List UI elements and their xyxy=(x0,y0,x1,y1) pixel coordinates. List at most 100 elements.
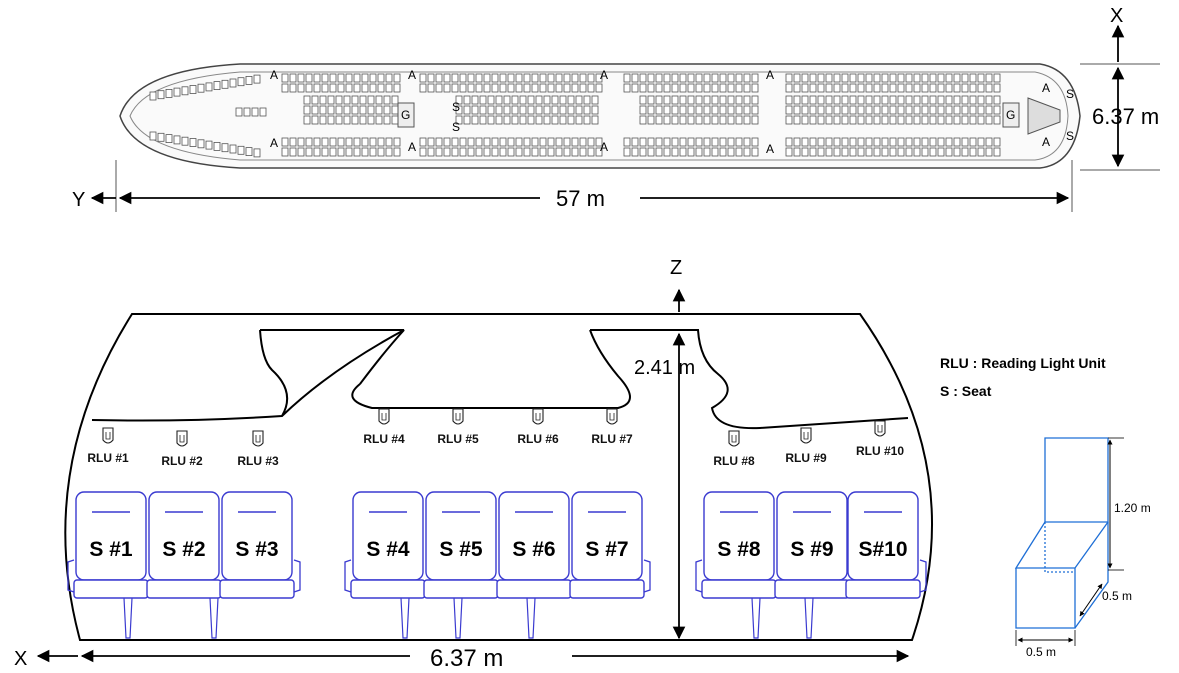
plan-seat xyxy=(751,137,759,147)
plan-seat xyxy=(953,105,961,115)
seat-label: S #1 xyxy=(89,538,133,561)
plan-seat xyxy=(793,137,801,147)
plan-seat xyxy=(825,115,833,125)
rlu-lamp-icon xyxy=(102,427,114,444)
plan-seat xyxy=(539,73,547,83)
plan-seat xyxy=(905,95,913,105)
seat-marker: S xyxy=(452,100,460,114)
plan-seat xyxy=(929,95,937,105)
plan-seat xyxy=(687,73,695,83)
plan-seat xyxy=(727,73,735,83)
plan-seat xyxy=(515,83,523,93)
z-axis-label: Z xyxy=(670,257,682,279)
plan-seat xyxy=(647,115,655,125)
plan-seat xyxy=(793,147,801,157)
galley-label-rear: G xyxy=(1006,108,1015,122)
plan-seat xyxy=(393,147,401,157)
plan-seat xyxy=(587,83,595,93)
rlu-7: RLU #7 xyxy=(591,408,633,446)
rlu-2: RLU #2 xyxy=(161,430,203,468)
plan-seat xyxy=(937,105,945,115)
plan-seat xyxy=(595,73,603,83)
plan-seat xyxy=(427,137,435,147)
plan-seat xyxy=(817,147,825,157)
plan-seat xyxy=(849,147,857,157)
exit-marker: A xyxy=(1042,135,1050,149)
plan-seat xyxy=(945,95,953,105)
plan-seat xyxy=(551,95,559,105)
plan-seat xyxy=(361,137,369,147)
rlu-lamp-icon xyxy=(176,430,188,447)
plan-seat xyxy=(523,137,531,147)
plan-seat xyxy=(503,105,511,115)
plan-seat xyxy=(647,147,655,157)
plan-seat xyxy=(809,95,817,105)
plan-seat xyxy=(583,115,591,125)
plan-seat xyxy=(427,147,435,157)
plan-seat xyxy=(463,115,471,125)
plan-seat xyxy=(631,147,639,157)
plan-seat xyxy=(531,73,539,83)
plan-seat xyxy=(343,95,351,105)
plan-seat xyxy=(921,95,929,105)
plan-seat xyxy=(873,147,881,157)
plan-seat xyxy=(235,107,243,117)
plan-seat xyxy=(873,137,881,147)
exit-marker: A xyxy=(600,68,608,82)
plan-seat xyxy=(679,105,687,115)
plan-seat xyxy=(801,137,809,147)
plan-seat xyxy=(491,147,499,157)
plan-seat xyxy=(361,147,369,157)
x-axis-label-top: X xyxy=(1110,5,1123,27)
plan-seat xyxy=(817,83,825,93)
plan-seat xyxy=(281,147,289,157)
plan-seat xyxy=(547,147,555,157)
plan-seat xyxy=(575,95,583,105)
plan-seat xyxy=(785,83,793,93)
plan-seat xyxy=(711,147,719,157)
plan-seat xyxy=(793,115,801,125)
plan-seat xyxy=(491,83,499,93)
seat-cushion xyxy=(219,579,295,599)
plan-seat xyxy=(345,83,353,93)
plan-seat xyxy=(735,95,743,105)
plan-seat xyxy=(913,73,921,83)
plan-seat xyxy=(841,73,849,83)
plan-seat xyxy=(335,115,343,125)
plan-seat xyxy=(945,137,953,147)
plan-seat xyxy=(969,95,977,105)
plan-seat xyxy=(471,95,479,105)
plan-seat xyxy=(375,105,383,115)
plan-seat xyxy=(531,137,539,147)
plan-seat xyxy=(559,115,567,125)
plan-seat xyxy=(519,95,527,105)
plan-seat xyxy=(329,147,337,157)
plan-seat xyxy=(353,147,361,157)
plan-seat xyxy=(475,137,483,147)
plan-seat xyxy=(443,147,451,157)
plan-seat xyxy=(985,73,993,83)
plan-seat xyxy=(921,137,929,147)
plan-seat xyxy=(391,95,399,105)
plan-seat xyxy=(229,78,237,88)
plan-seat xyxy=(197,139,205,149)
plan-seat xyxy=(467,137,475,147)
plan-seat xyxy=(897,83,905,93)
plan-seat xyxy=(913,137,921,147)
plan-seat xyxy=(937,147,945,157)
seat-label: S #5 xyxy=(439,538,483,561)
plan-seat xyxy=(929,83,937,93)
plan-seat xyxy=(841,105,849,115)
plan-seat xyxy=(337,147,345,157)
plan-seat xyxy=(679,95,687,105)
plan-seat xyxy=(857,73,865,83)
plan-seat xyxy=(639,147,647,157)
plan-seat xyxy=(253,74,261,84)
plan-seat xyxy=(671,147,679,157)
plan-seat xyxy=(367,115,375,125)
plan-seat xyxy=(571,147,579,157)
plan-seat xyxy=(687,115,695,125)
plan-seat xyxy=(289,73,297,83)
plan-seat xyxy=(377,73,385,83)
plan-seat xyxy=(647,73,655,83)
